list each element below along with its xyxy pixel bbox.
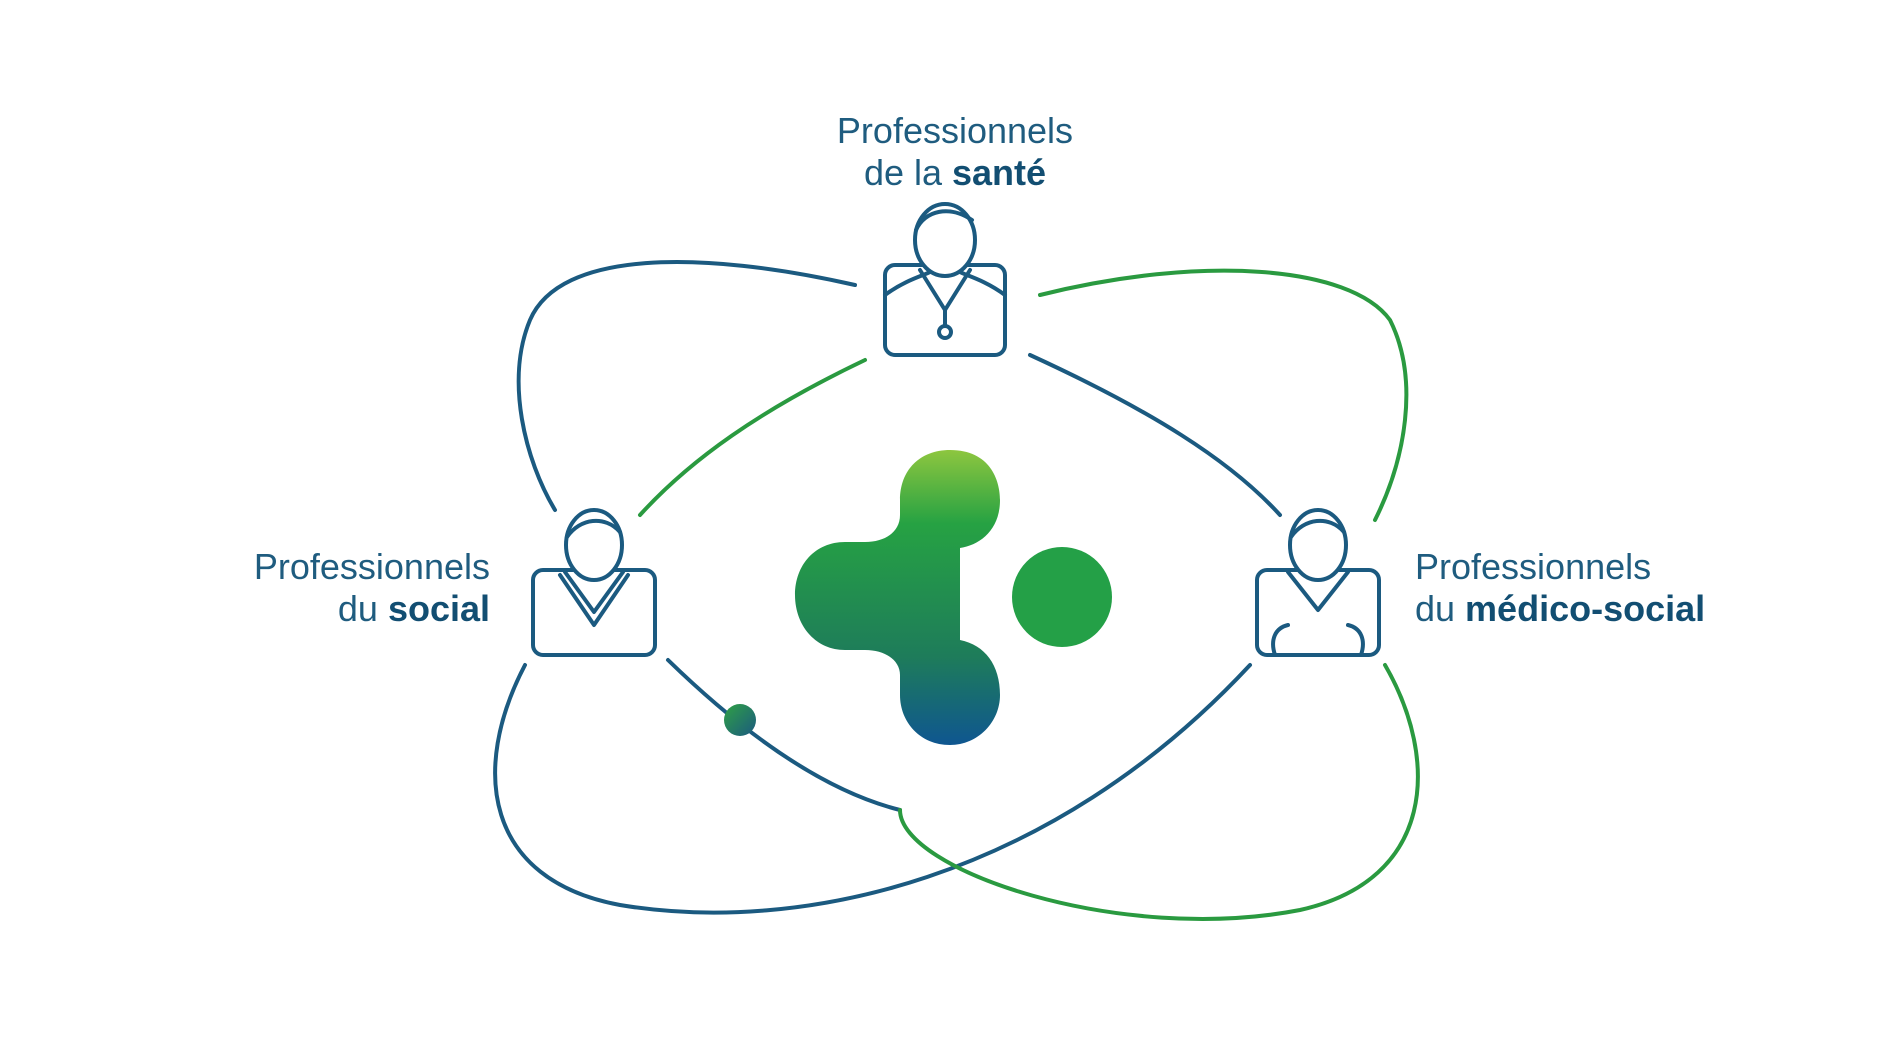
label-sante-bold: santé [952,152,1047,193]
label-social-prefix: du [337,588,388,629]
orbit-dot [724,704,756,736]
label-medico-line1: Professionnels [1415,546,1652,587]
label-sante: Professionnels de la santé [820,110,1090,194]
label-social-line2: du social [200,588,490,630]
label-medico-social: Professionnels du médico-social [1415,546,1735,630]
label-social-line1: Professionnels [253,546,490,587]
label-social: Professionnels du social [200,546,490,630]
label-medico-bold: médico-social [1465,588,1706,629]
social-worker-icon [531,508,657,657]
label-medico-prefix: du [1415,588,1466,629]
center-logo-icon [795,450,1112,745]
orbit-green [638,268,1420,921]
label-social-bold: social [387,588,490,629]
label-sante-line2: de la santé [820,152,1090,194]
label-medico-line2: du médico-social [1415,588,1735,630]
orbit-blue [493,260,1282,915]
doctor-icon [883,202,1007,357]
medico-social-worker-icon [1255,508,1381,657]
label-sante-prefix: de la [863,152,953,193]
label-sante-line1: Professionnels [836,110,1074,151]
